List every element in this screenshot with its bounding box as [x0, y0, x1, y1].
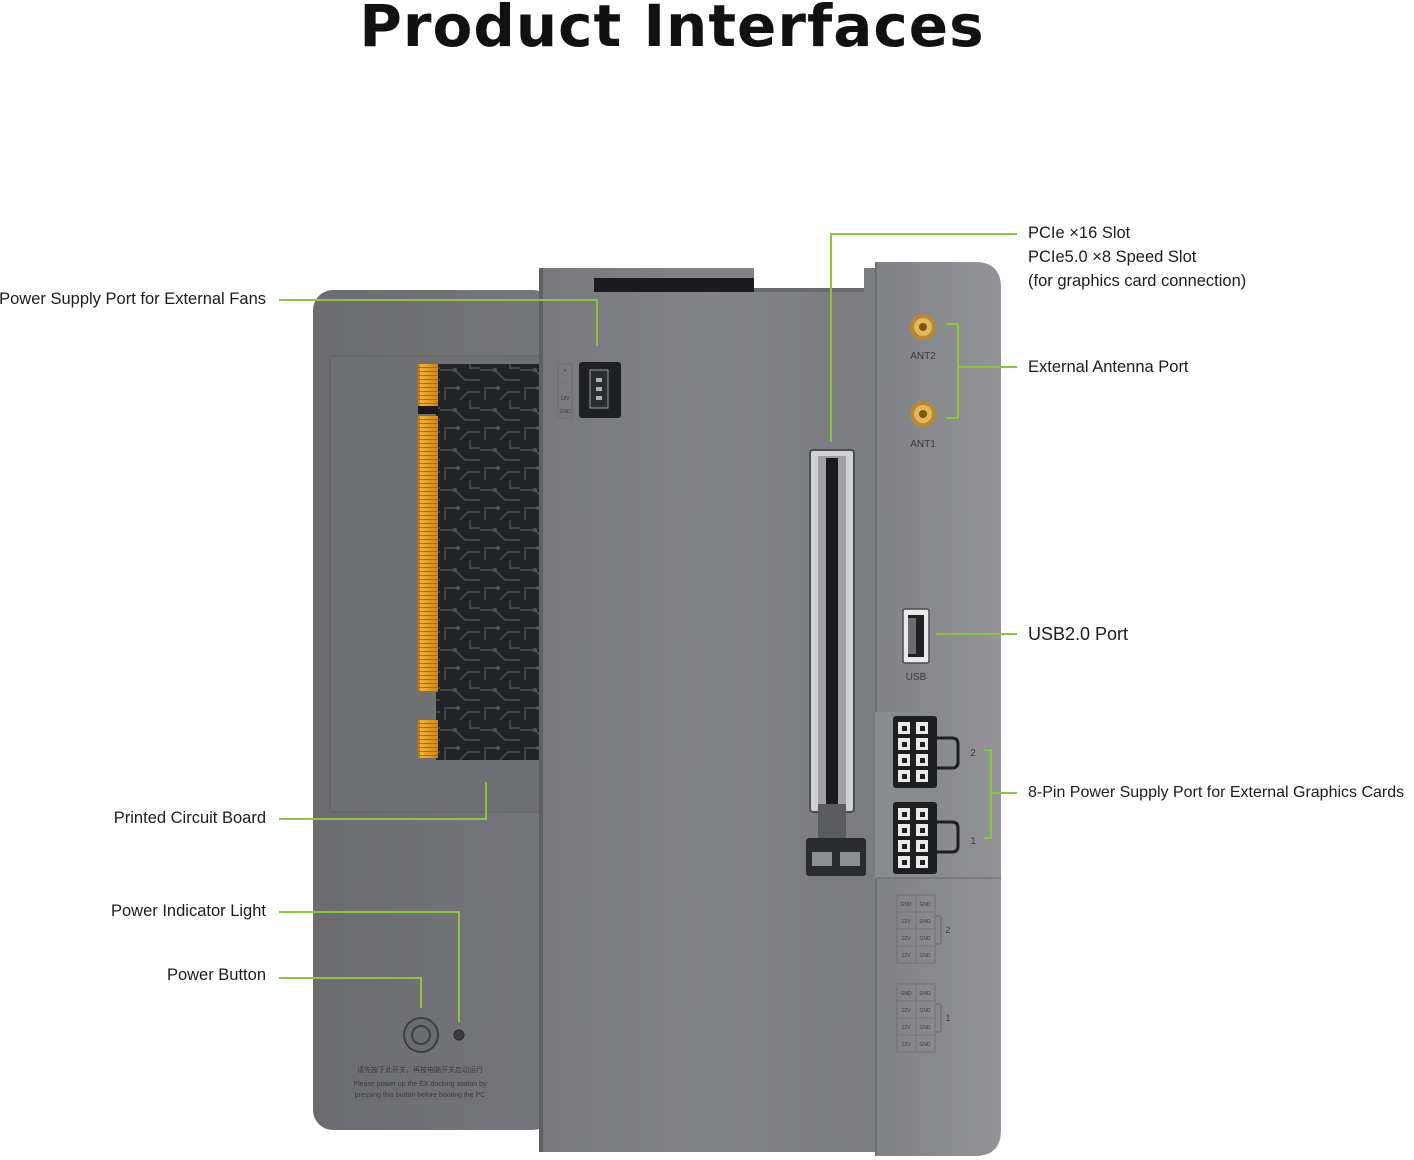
- right-panel: [875, 262, 1001, 1156]
- power-note-en-line: pressing this button before booting the …: [355, 1092, 486, 1099]
- callout-power-light: [279, 911, 460, 1022]
- power-button[interactable]: [403, 1017, 439, 1053]
- callout-antenna: [946, 323, 1017, 419]
- antenna-port-ant2: ANT2: [910, 314, 936, 362]
- label-power-light: Power Indicator Light: [110, 902, 266, 920]
- pcie-slot: [806, 449, 866, 876]
- page-title: Product Interfaces: [359, 0, 985, 60]
- label-antenna: External Antenna Port: [1028, 358, 1189, 376]
- callout-pcb: [279, 782, 487, 820]
- pin-table-cell: 12V: [902, 919, 912, 925]
- pin-table-cell: 12V: [902, 953, 912, 959]
- fan-power-port: + - 12V GND: [557, 362, 621, 419]
- label-fan-port: Power Supply Port for External Fans: [0, 290, 266, 308]
- pin-table-cell: GND: [919, 919, 931, 925]
- port-number-1: 1: [970, 836, 976, 847]
- callout-8pin: [984, 749, 1017, 839]
- pin-table-cell: GND: [919, 991, 931, 997]
- pin-table-cell: GND: [919, 1008, 931, 1014]
- pin-table-number-1: 1: [945, 1013, 950, 1023]
- port-number-2: 2: [970, 748, 976, 759]
- ant1-label: ANT1: [910, 439, 936, 450]
- fan-pin-label: GND: [559, 409, 571, 415]
- pin-table-number-2: 2: [945, 925, 950, 935]
- label-pcie-line-1: PCIe ×16 Slot: [1028, 224, 1131, 242]
- power-indicator-light: [453, 1029, 465, 1041]
- pin-table-cell: GND: [900, 902, 912, 908]
- fan-pin-label: 12V: [561, 396, 571, 402]
- label-pcie-slot: PCIe ×16 Slot PCIe5.0 ×8 Speed Slot (for…: [1028, 221, 1246, 293]
- callout-pcie-slot: [830, 233, 1017, 442]
- pin-table-cell: GND: [900, 991, 912, 997]
- label-pcie-line-2: PCIe5.0 ×8 Speed Slot: [1028, 248, 1197, 266]
- label-pcb: Printed Circuit Board: [113, 809, 266, 827]
- callout-power-button: [279, 977, 422, 1008]
- label-pcie-line-3: (for graphics card connection): [1028, 272, 1247, 290]
- pin-table-cell: 12V: [902, 1008, 912, 1014]
- pin-table-cell: GND: [919, 936, 931, 942]
- usb-port: USB: [902, 608, 930, 683]
- antenna-port-ant1: ANT1: [910, 401, 936, 450]
- pin-table-cell: 12V: [902, 936, 912, 942]
- 8pin-connector-1: 1: [893, 802, 976, 874]
- pin-table-2: GND GND 12V GND 12V GND 12V GND 2: [896, 894, 951, 964]
- 8pin-connector-2: 2: [893, 716, 976, 788]
- pin-table-cell: GND: [919, 953, 931, 959]
- callout-fan-port: [279, 299, 598, 346]
- pin-table-cell: GND: [919, 902, 931, 908]
- power-note-en-line: Please power up the EX docking station b…: [353, 1081, 487, 1088]
- label-usb: USB2.0 Port: [1028, 624, 1129, 644]
- label-power-button: Power Button: [166, 966, 266, 984]
- fan-pin-label: -: [564, 381, 566, 387]
- callout-lines: [279, 233, 1017, 1022]
- power-note-cn: 请先按下此开关，再按电脑开关启动运行: [357, 1065, 483, 1074]
- pin-table-cell: GND: [919, 1025, 931, 1031]
- ant2-label: ANT2: [910, 351, 936, 362]
- usb-port-mark: USB: [906, 672, 927, 683]
- pin-table-1: GND GND 12V GND 12V GND 12V GND 1: [896, 983, 951, 1053]
- label-8pin: 8-Pin Power Supply Port for External Gra…: [1028, 784, 1405, 801]
- pin-table-cell: 12V: [902, 1025, 912, 1031]
- pin-table-cell: 12V: [902, 1042, 912, 1048]
- printed-circuit-board: [418, 364, 542, 760]
- pin-table-cell: GND: [919, 1042, 931, 1048]
- fan-pin-label: +: [564, 368, 567, 374]
